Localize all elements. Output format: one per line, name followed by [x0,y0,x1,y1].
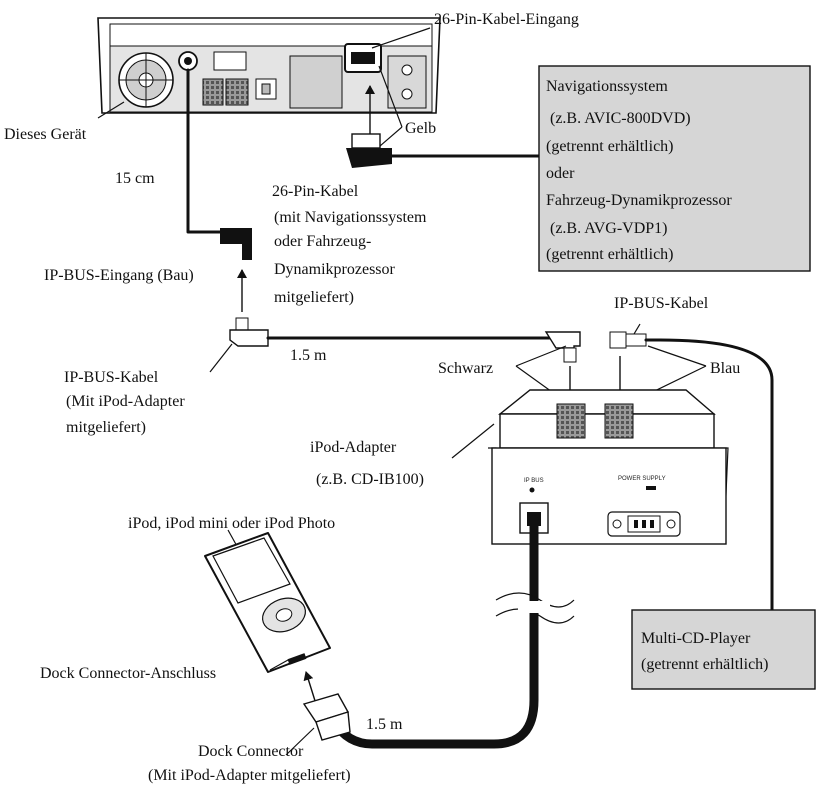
ipbus-short-cable [186,68,224,234]
ipod-icon [204,532,331,673]
pin-cable-line-3: oder Fahrzeug- [274,233,371,250]
ipbus-cable-right-label: IP-BUS-Kabel [614,295,709,312]
leader-ipbus-cable [209,343,233,373]
nav-line-5: Fahrzeug-Dynamikprozessor [546,192,732,209]
nav-line-2: (z.B. AVIC-800DVD) [550,110,691,127]
dock-connector-plug-icon [302,693,351,741]
ipod-models-label: iPod, iPod mini oder iPod Photo [128,515,335,532]
leader-pin-input [371,27,431,49]
ipod-adapter-box: IP BUS POWER SUPPLY [488,389,729,545]
ipbus-cable-adapter-line-3: mitgeliefert) [66,419,146,436]
leader-adapter [451,423,495,459]
dock-cable [329,515,539,749]
ipbus-input-plug-icon [220,228,252,260]
26-pin-plug-icon [346,133,392,168]
connector-block-icon [225,78,249,106]
blue-plug-icon [609,331,647,349]
multi-cd-cable [644,338,774,627]
yellow-label: Gelb [405,120,436,137]
black-plug-icon [544,331,581,363]
m15-bottom-label: 1.5 m [366,716,403,733]
pin-cable-line-5: mitgeliefert) [274,289,354,306]
ipbus-plug-icon [229,317,269,347]
ipbus-cable-adapter-line-2: (Mit iPod-Adapter [66,393,185,410]
dock-connector-line-2: (Mit iPod-Adapter mitgeliefert) [148,767,351,784]
leader-yellow [378,65,403,147]
unit-label: Dieses Gerät [4,126,87,143]
pin-input-label: 26-Pin-Kabel-Eingang [434,11,579,28]
cm15-label: 15 cm [115,170,155,187]
blau-label: Blau [710,360,740,377]
pin-cable-line-4: Dynamikprozessor [274,261,396,278]
adapter-print-right: POWER SUPPLY [618,476,666,482]
black-socket-icon [556,403,586,439]
ipod-adapter-line-2: (z.B. CD-IB100) [316,471,424,488]
pin-cable-line-2: (mit Navigationssystem [274,209,427,226]
dock-port-label: Dock Connector-Anschluss [40,665,216,682]
leader-unit [97,101,125,119]
dock-connector-line-1: Dock Connector [198,743,304,760]
connector-block-icon [202,78,224,106]
fan-icon [118,52,174,108]
nav-line-1: Navigationssystem [546,78,668,95]
ipbus-input-label: IP-BUS-Eingang (Bau) [44,267,194,284]
blue-socket-icon [604,403,634,439]
ipod-adapter-line-1: iPod-Adapter [310,439,397,456]
dock-insert-arrow [303,671,317,705]
multi-cd-box [631,609,816,690]
break-mark [495,592,575,608]
leader-ipbus-right [633,323,641,335]
nav-line-3: (getrennt erhältlich) [546,138,674,155]
nav-line-6: (z.B. AVG-VDP1) [550,220,667,237]
leader-dock-connector [285,727,315,756]
multi-cd-line-2: (getrennt erhältlich) [641,656,769,673]
adapter-print-left: IP BUS [524,478,544,484]
multi-cd-line-1: Multi-CD-Player [641,630,751,647]
navigation-box [538,65,811,272]
nav-line-7: (getrennt erhältlich) [546,246,674,263]
schwarz-label: Schwarz [438,360,493,377]
nav-line-4: oder [546,165,575,182]
pin-cable-line-1: 26-Pin-Kabel [272,183,359,200]
leader-dock-port [269,659,289,671]
m15-top-label: 1.5 m [290,347,327,364]
head-unit [97,17,441,114]
ipbus-cable-adapter-line-1: IP-BUS-Kabel [64,369,159,386]
